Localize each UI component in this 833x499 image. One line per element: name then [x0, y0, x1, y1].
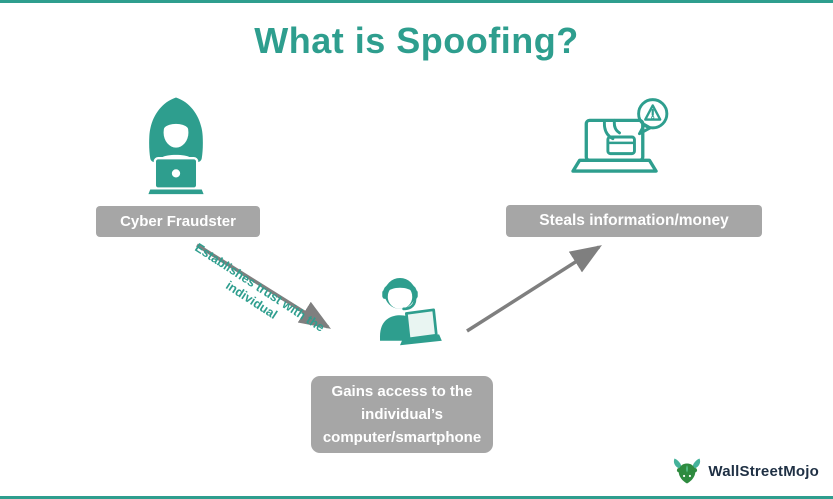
top-border-line	[0, 0, 833, 3]
logo-text: WallStreetMojo	[708, 462, 819, 480]
cyber-fraudster-label: Cyber Fraudster	[96, 206, 260, 237]
bottom-border-line	[0, 496, 833, 499]
steal-information-icon	[568, 84, 676, 200]
bull-icon	[674, 458, 701, 484]
wallstreetmojo-logo: WallStreetMojo	[672, 457, 819, 485]
gains-access-label: Gains access to the individual’s compute…	[311, 376, 493, 453]
establishes-trust-label: Establishes trust with the individual	[192, 240, 327, 335]
hooded-hacker-icon	[130, 90, 222, 208]
victim-with-laptop-icon	[350, 264, 450, 372]
steal-arrow	[466, 245, 602, 333]
steals-information-label: Steals information/money	[506, 205, 762, 237]
page-title: What is Spoofing?	[254, 20, 579, 61]
